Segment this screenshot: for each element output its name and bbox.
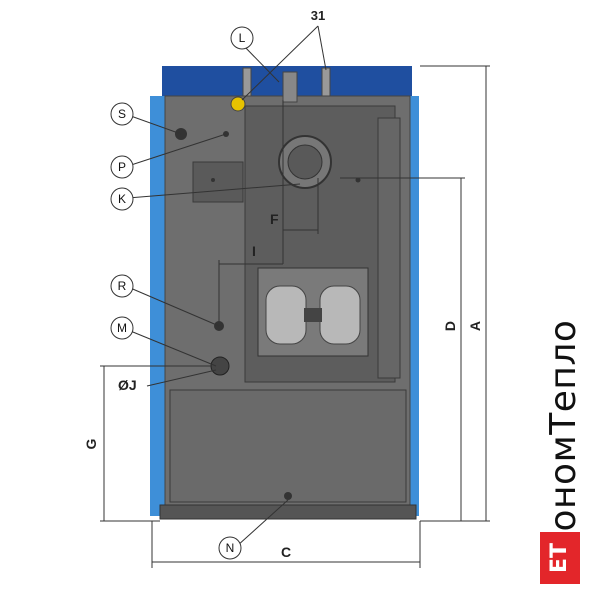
- fan-left: [265, 285, 307, 345]
- label-k: K: [110, 187, 134, 211]
- label-d: D: [442, 321, 458, 331]
- brand-logo: ЕкономТепло ET: [538, 212, 584, 584]
- nozzle-center: [282, 71, 298, 103]
- flue-inner: [287, 144, 323, 180]
- label-c: C: [281, 544, 291, 560]
- boiler-base: [159, 504, 417, 520]
- valve-yellow: [230, 96, 246, 112]
- svg-text:K: K: [118, 192, 126, 206]
- label-m: M: [110, 316, 134, 340]
- label-p: P: [110, 155, 134, 179]
- label-s: S: [110, 102, 134, 126]
- fan-axle: [304, 308, 322, 322]
- left-panel: [192, 161, 244, 203]
- svg-text:N: N: [226, 541, 235, 555]
- nozzle-left: [242, 67, 252, 97]
- left-side-panel: [150, 96, 168, 516]
- brand-name: ЕкономТепло: [543, 319, 584, 577]
- label-31: 31: [311, 8, 325, 23]
- nozzle-right: [321, 67, 331, 97]
- hole-right: [355, 177, 361, 183]
- svg-text:P: P: [118, 160, 126, 174]
- svg-text:L: L: [239, 31, 246, 45]
- label-n: N: [218, 536, 242, 560]
- label-g: G: [83, 438, 99, 449]
- brand-badge-text: ET: [547, 542, 572, 574]
- connection-n: [284, 492, 292, 500]
- svg-text:S: S: [118, 107, 126, 121]
- upper-right-strip: [377, 117, 401, 379]
- label-l: L: [230, 26, 254, 50]
- hole-panel: [211, 178, 215, 182]
- lower-door: [169, 389, 407, 503]
- label-i: I: [252, 243, 256, 259]
- label-a: A: [467, 321, 483, 331]
- connection-m: [210, 356, 230, 376]
- label-j: ØJ: [118, 377, 137, 393]
- label-f: F: [270, 211, 279, 227]
- fan-right: [319, 285, 361, 345]
- svg-text:M: M: [117, 321, 127, 335]
- label-r: R: [110, 274, 134, 298]
- svg-text:R: R: [118, 279, 127, 293]
- brand-badge: ET: [540, 532, 580, 584]
